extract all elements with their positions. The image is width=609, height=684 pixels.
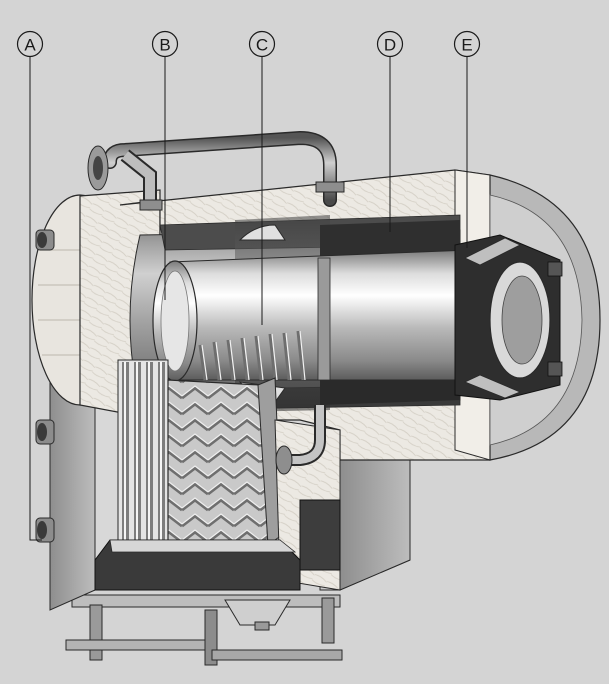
burner-mount — [454, 234, 563, 401]
base-frame — [65, 594, 343, 666]
callout-labels: A B C D E — [16, 30, 481, 58]
return-pipe-lower — [275, 405, 326, 475]
callout-e-label: E — [461, 36, 472, 55]
nozzle-top — [35, 229, 55, 251]
callout-a-label: A — [24, 36, 36, 55]
top-pipe — [87, 130, 345, 211]
furnace-tube — [152, 249, 501, 382]
callout-d-label: D — [384, 36, 396, 55]
callout-b: B — [151, 30, 179, 58]
callout-e: E — [453, 30, 481, 58]
callout-leaders — [29, 57, 468, 541]
flue-gas-chamber — [320, 220, 460, 405]
callout-a: A — [16, 30, 44, 58]
vertical-tube-bank — [117, 359, 169, 546]
nozzle-bottom — [35, 517, 55, 543]
plate-heat-exchanger — [167, 377, 283, 546]
leader-a — [29, 57, 42, 541]
condensate-tray — [94, 499, 341, 591]
callout-c-label: C — [256, 36, 268, 55]
connection-nozzles — [35, 229, 55, 543]
callout-b-label: B — [159, 36, 170, 55]
callout-d: D — [376, 30, 404, 58]
lower-casing-right — [319, 429, 411, 591]
nozzle-middle — [35, 419, 55, 445]
callout-c: C — [248, 30, 276, 58]
